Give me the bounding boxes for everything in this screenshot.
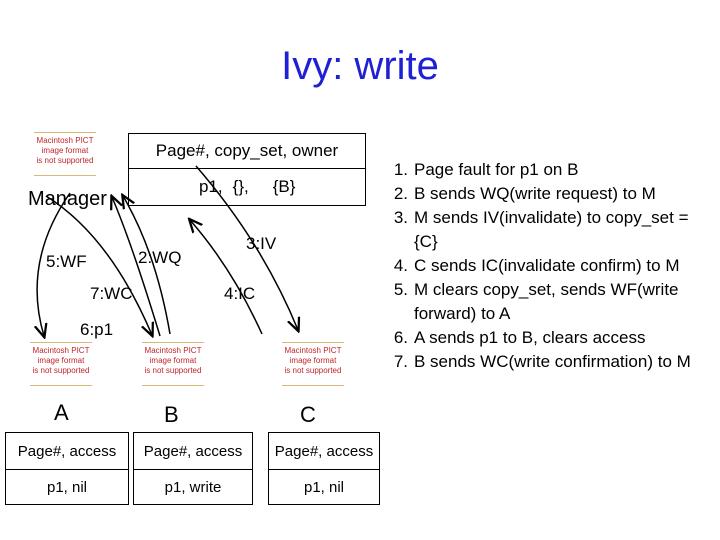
manager-table-row: p1, {}, {B} <box>128 168 366 206</box>
node-a-table-header: Page#, access <box>5 432 129 470</box>
steps-list: 1. Page fault for p1 on B 2. B sends WQ(wr… <box>378 158 708 374</box>
step-text: A sends p1 to B, clears access <box>414 328 646 347</box>
message-5-wf: 5:WF <box>46 252 87 271</box>
arrow-6-p1 <box>45 195 152 335</box>
manager-label: Manager <box>28 188 107 210</box>
step-text: Page fault for p1 on B <box>414 160 579 179</box>
step-number: 2. <box>393 184 408 203</box>
step-text: M sends IV(invalidate) to copy_set = {C} <box>414 208 689 251</box>
pict-line: image format <box>37 356 85 365</box>
step-number: 3. <box>393 208 408 227</box>
step-text: B sends WQ(write request) to M <box>414 184 656 203</box>
node-b-table-header: Page#, access <box>133 432 253 470</box>
node-c-table-header: Page#, access <box>268 432 380 470</box>
pict-line: is not supported <box>284 366 342 375</box>
pict-line: is not supported <box>32 366 90 375</box>
step-item: 3. M sends IV(invalidate) to copy_set = {… <box>378 206 708 254</box>
pict-line: is not supported <box>144 366 202 375</box>
arrow-3-iv <box>195 165 298 330</box>
pict-line: image format <box>149 356 197 365</box>
node-a-label: A <box>54 400 69 425</box>
message-7-wc: 7:WC <box>90 284 133 303</box>
arrow-5-wf <box>37 192 71 336</box>
step-number: 4. <box>393 256 408 275</box>
manager-cell-copyset: {}, <box>232 177 249 196</box>
arrow-4-ic <box>190 220 263 335</box>
step-text: M clears copy_set, sends WF(write forwar… <box>414 280 679 323</box>
message-6-p1: 6:p1 <box>80 320 114 339</box>
step-number: 6. <box>393 328 408 347</box>
manager-pict-placeholder: Macintosh PICT image format is not suppo… <box>34 132 96 176</box>
step-item: 7. B sends WC(write confirmation) to M <box>378 350 708 374</box>
step-number: 1. <box>393 160 408 179</box>
step-text: C sends IC(invalidate confirm) to M <box>414 256 680 275</box>
pict-line: Macintosh PICT <box>144 346 202 355</box>
node-b-pict-placeholder: Macintosh PICT image format is not suppo… <box>142 342 204 386</box>
pict-line: Macintosh PICT <box>284 346 342 355</box>
manager-cell-page: p1, <box>199 177 223 196</box>
step-number: 5. <box>393 280 408 299</box>
node-c-pict-placeholder: Macintosh PICT image format is not suppo… <box>282 342 344 386</box>
step-item: 2. B sends WQ(write request) to M <box>378 182 708 206</box>
step-text: B sends WC(write confirmation) to M <box>414 352 691 371</box>
manager-cell-owner: {B} <box>272 177 296 196</box>
node-c-label: C <box>300 402 316 427</box>
message-4-ic: 4:IC <box>224 284 256 303</box>
pict-line: image format <box>41 146 89 155</box>
manager-table-header: Page#, copy_set, owner <box>128 133 366 169</box>
pict-line: image format <box>289 356 337 365</box>
pict-line: Macintosh PICT <box>36 136 94 145</box>
arrow-2-wq <box>112 197 161 337</box>
node-b-label: B <box>164 402 179 427</box>
step-item: 1. Page fault for p1 on B <box>378 158 708 182</box>
pict-line: is not supported <box>36 156 94 165</box>
step-item: 4. C sends IC(invalidate confirm) to M <box>378 254 708 278</box>
arrow-7-wc <box>123 196 171 335</box>
node-a-pict-placeholder: Macintosh PICT image format is not suppo… <box>30 342 92 386</box>
message-3-iv: 3:IV <box>246 234 277 253</box>
step-item: 6. A sends p1 to B, clears access <box>378 326 708 350</box>
step-item: 5. M clears copy_set, sends WF(write forw… <box>378 278 708 326</box>
message-2-wq: 2:WQ <box>138 248 182 267</box>
node-a-table-row: p1, nil <box>5 469 129 505</box>
slide-title: Ivy: write <box>281 44 439 88</box>
node-b-table-row: p1, write <box>133 469 253 505</box>
pict-line: Macintosh PICT <box>32 346 90 355</box>
node-c-table-row: p1, nil <box>268 469 380 505</box>
step-number: 7. <box>393 352 408 371</box>
